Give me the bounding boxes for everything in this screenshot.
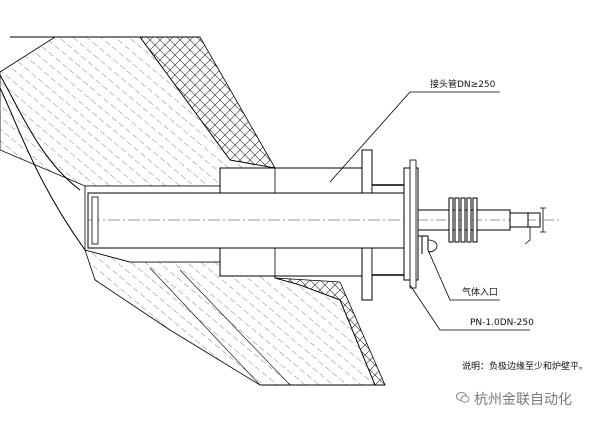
probe-body — [87, 192, 417, 249]
watermark-text: 杭州金联自动化 — [474, 392, 572, 408]
terminal-connector — [509, 212, 529, 228]
furnace-inner-surface — [0, 74, 86, 251]
wechat-logo-icon — [456, 392, 470, 403]
gas-inlet-elbow — [418, 235, 429, 254]
pipe-label: 接头管DN≥250 — [430, 80, 496, 90]
leader-pressure — [409, 284, 530, 331]
cooling-fins — [448, 197, 478, 243]
leader-gas-inlet — [427, 249, 500, 301]
pressure-label: PN-1.0DN-250 — [470, 318, 534, 328]
gas-inlet-label: 气体入口 — [462, 288, 499, 298]
note-text: 说明：负极边缘至少和炉壁平。 — [462, 362, 589, 372]
leader-pipe — [329, 91, 500, 183]
